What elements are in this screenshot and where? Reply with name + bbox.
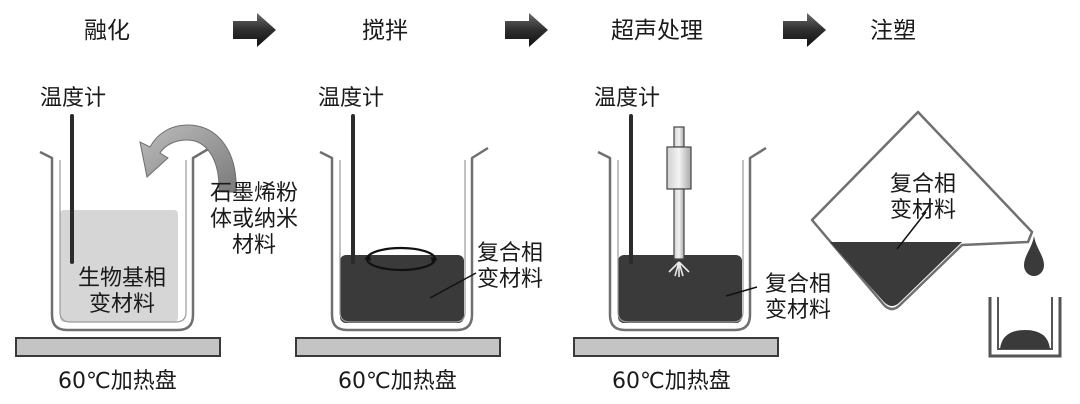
hot-plate-3 bbox=[573, 337, 779, 357]
composite-pcm-liquid-4 bbox=[830, 242, 962, 306]
hot-plate-label-2: 60℃加热盘 bbox=[338, 369, 457, 394]
hot-plate-label-1: 60℃加热盘 bbox=[58, 369, 177, 394]
thermometer-label-2: 温度计 bbox=[318, 86, 385, 111]
step-arrow-1 bbox=[233, 13, 276, 47]
step-title-ultrasonication: 超声处理 bbox=[611, 18, 703, 44]
beaker-stirring bbox=[319, 114, 489, 332]
composite-pcm-label-2: 复合相 变材料 bbox=[476, 241, 543, 292]
hot-plate-1 bbox=[15, 337, 221, 357]
composite-pcm-label-3: 复合相 变材料 bbox=[764, 272, 831, 323]
composite-pcm-liquid-3 bbox=[618, 255, 742, 323]
droplet bbox=[1024, 236, 1044, 276]
composite-pcm-label-4: 复合相 变材料 bbox=[889, 172, 956, 223]
beaker-melting bbox=[39, 114, 211, 332]
molded-pcm bbox=[1000, 330, 1050, 349]
step-title-injection-molding: 注塑 bbox=[870, 18, 916, 44]
step-title-stirring: 搅拌 bbox=[362, 18, 408, 44]
pouring-container bbox=[810, 110, 1034, 311]
bio-pcm-liquid bbox=[60, 210, 178, 322]
step-arrow-2 bbox=[505, 13, 548, 47]
adding-arrow bbox=[139, 124, 237, 193]
step-arrow-3 bbox=[783, 13, 826, 47]
beaker-ultrasonic bbox=[597, 114, 767, 332]
thermometer-label-3: 温度计 bbox=[594, 86, 661, 111]
mold bbox=[988, 297, 1062, 358]
bio-pcm-label: 生物基相 变材料 bbox=[77, 266, 166, 317]
thermometer-label-1: 温度计 bbox=[40, 86, 107, 111]
ultrasonic-probe bbox=[666, 126, 692, 277]
hot-plate-label-3: 60℃加热盘 bbox=[612, 369, 731, 394]
hot-plate-2 bbox=[295, 337, 501, 357]
step-title-melting: 融化 bbox=[84, 18, 130, 44]
composite-pcm-liquid-2 bbox=[340, 255, 464, 323]
additive-label: 石墨烯粉 体或纳米 材料 bbox=[209, 181, 298, 258]
